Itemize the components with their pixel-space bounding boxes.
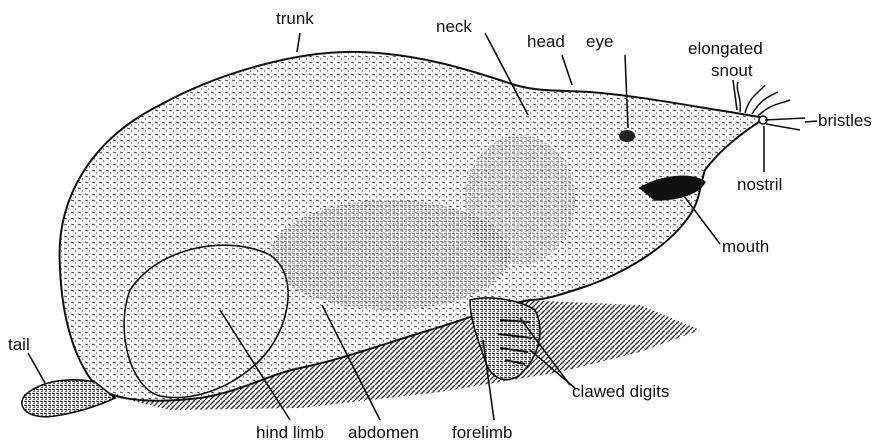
- chest-shading: [465, 135, 575, 265]
- leader-bristles: [805, 121, 817, 122]
- label-tail: tail: [8, 336, 30, 353]
- label-eye: eye: [586, 33, 613, 50]
- label-forelimb: forelimb: [452, 424, 512, 441]
- label-bristles: bristles: [818, 112, 872, 129]
- label-trunk: trunk: [276, 10, 314, 27]
- leader-trunk: [297, 33, 300, 52]
- label-neck: neck: [436, 18, 472, 35]
- label-mouth: mouth: [722, 238, 769, 255]
- label-elongated: elongated: [688, 40, 763, 57]
- eye-shape: [619, 130, 635, 142]
- label-abdomen: abdomen: [348, 424, 419, 441]
- label-clawed-digits: clawed digits: [572, 383, 669, 400]
- label-hind-limb: hind limb: [256, 424, 324, 441]
- leader-snout: [733, 80, 737, 110]
- leader-head: [562, 55, 572, 85]
- leader-tail: [28, 353, 45, 383]
- label-snout: snout: [711, 62, 753, 79]
- label-nostril: nostril: [737, 176, 782, 193]
- label-head: head: [527, 33, 565, 50]
